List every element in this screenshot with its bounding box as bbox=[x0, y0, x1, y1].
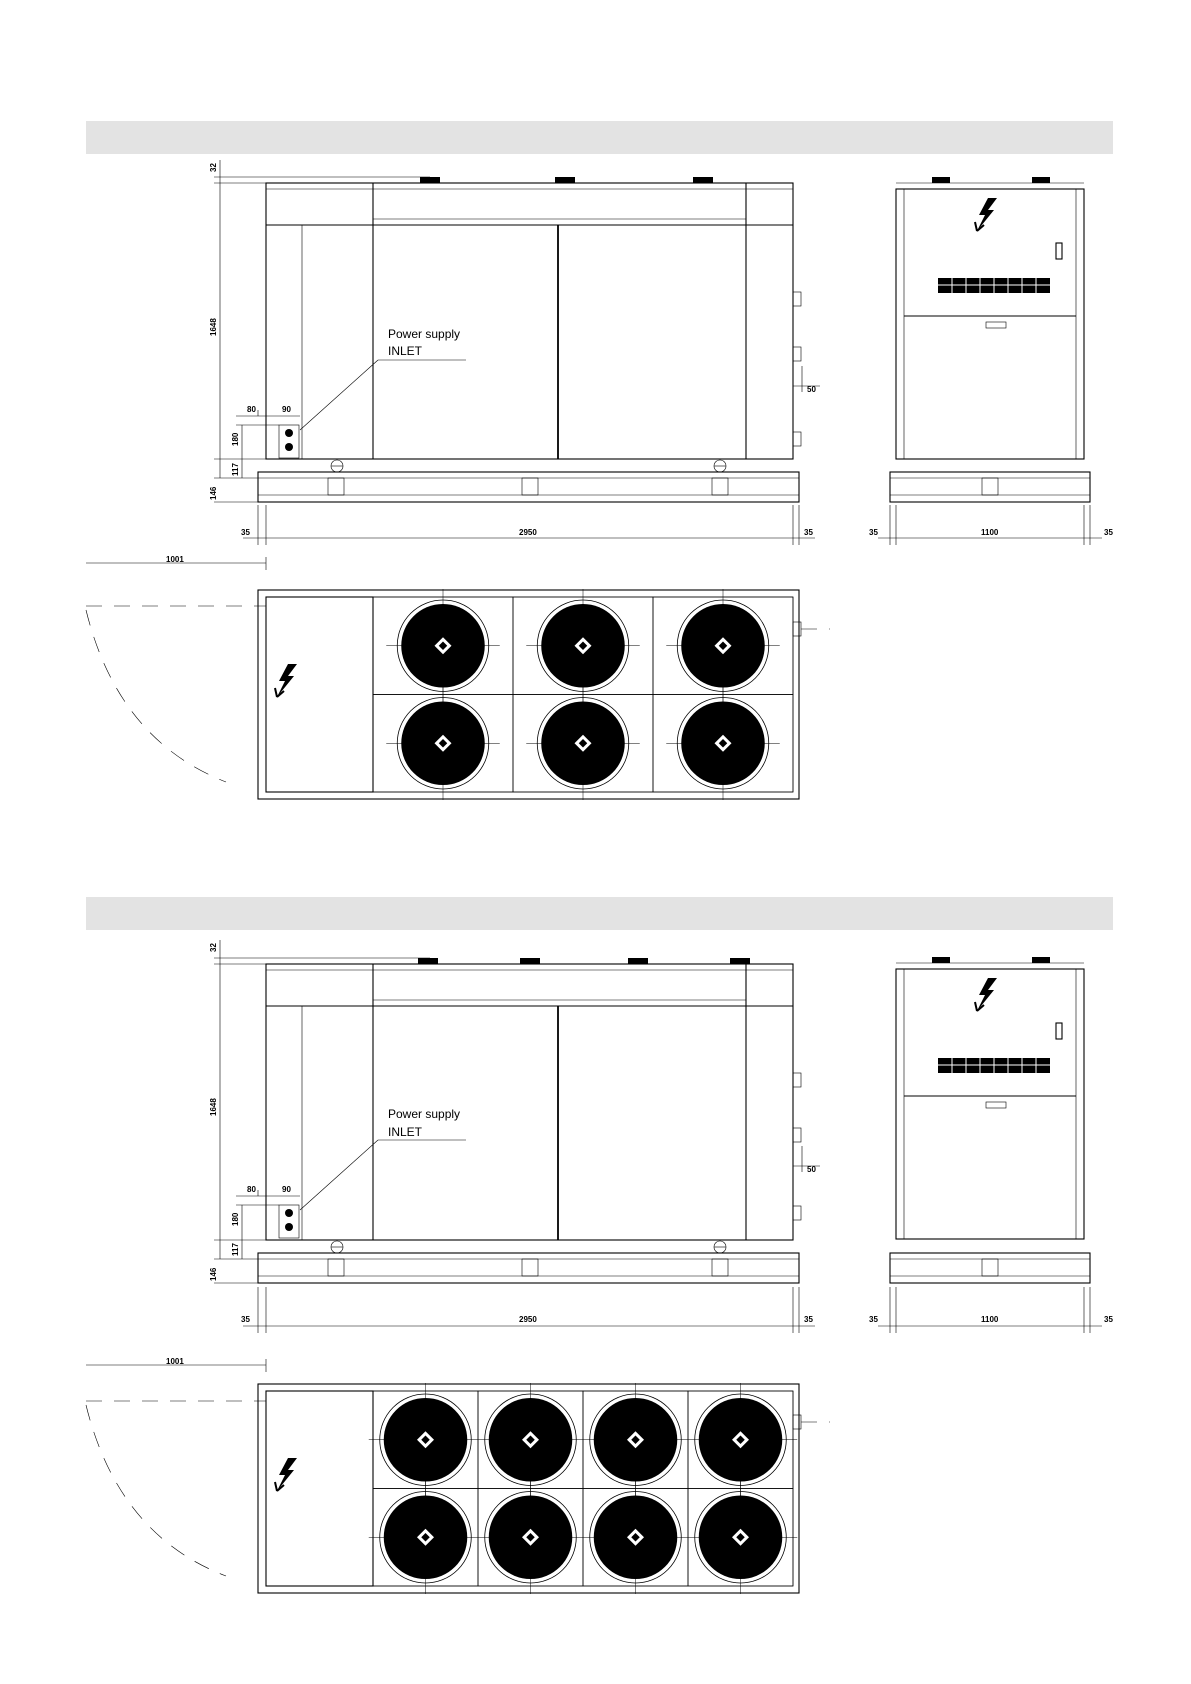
fan-icon bbox=[369, 1383, 483, 1497]
fan-icon bbox=[684, 1481, 798, 1595]
dim-35-right: 35 bbox=[804, 1315, 813, 1324]
dim-90: 90 bbox=[282, 405, 291, 414]
dim-35-right: 35 bbox=[804, 528, 813, 537]
fan-icon bbox=[474, 1383, 588, 1497]
side-elevation-2: 35 1100 35 bbox=[869, 957, 1113, 1333]
dim-180: 180 bbox=[231, 1212, 240, 1226]
front-elevation-1: Power supply INLET 32 1648 180 117 146 8… bbox=[209, 160, 820, 545]
dim-clearance-1001: 1001 bbox=[166, 1357, 184, 1366]
dim-80: 80 bbox=[247, 1185, 256, 1194]
dim-80: 80 bbox=[247, 405, 256, 414]
fan-icon bbox=[579, 1383, 693, 1497]
dim-117: 117 bbox=[231, 1243, 240, 1256]
fan-icon bbox=[653, 589, 793, 703]
top-view-2: 1001 bbox=[86, 1357, 830, 1594]
fan-grid bbox=[369, 1383, 798, 1594]
fan-icon bbox=[579, 1481, 693, 1595]
dim-35-left: 35 bbox=[869, 528, 878, 537]
dim-length-2950: 2950 bbox=[519, 1315, 537, 1324]
dim-35-left: 35 bbox=[241, 528, 250, 537]
dim-180: 180 bbox=[231, 432, 240, 446]
fan-icon bbox=[653, 687, 793, 801]
high-voltage-icon bbox=[975, 198, 997, 231]
dim-width-1100: 1100 bbox=[981, 528, 999, 537]
callout-power-supply: Power supply bbox=[388, 327, 460, 341]
fan-icon bbox=[474, 1481, 588, 1595]
side-elevation-1: 35 1100 35 bbox=[869, 177, 1113, 545]
dim-146: 146 bbox=[209, 486, 218, 500]
top-view-1: 1001 bbox=[86, 555, 830, 800]
dim-35-right: 35 bbox=[1104, 1315, 1113, 1324]
high-voltage-icon bbox=[275, 1458, 297, 1491]
dim-length-2950: 2950 bbox=[519, 528, 537, 537]
dim-90: 90 bbox=[282, 1185, 291, 1194]
fan-icon bbox=[513, 589, 653, 703]
fan-icon bbox=[373, 687, 513, 801]
fan-icon bbox=[684, 1383, 798, 1497]
callout-power-supply: Power supply bbox=[388, 1107, 460, 1121]
fan-icon bbox=[513, 687, 653, 801]
fan-icon bbox=[369, 1481, 483, 1595]
dim-35-right: 35 bbox=[1104, 528, 1113, 537]
dim-35-left: 35 bbox=[241, 1315, 250, 1324]
dim-clearance-1001: 1001 bbox=[166, 555, 184, 564]
dim-height-1648: 1648 bbox=[209, 318, 218, 336]
dim-top-32: 32 bbox=[209, 163, 218, 172]
high-voltage-icon bbox=[975, 978, 997, 1011]
dim-35-left: 35 bbox=[869, 1315, 878, 1324]
dim-50: 50 bbox=[807, 1165, 816, 1174]
high-voltage-icon bbox=[275, 664, 297, 697]
fan-grid bbox=[373, 589, 793, 800]
callout-inlet: INLET bbox=[388, 344, 423, 358]
dim-top-32: 32 bbox=[209, 943, 218, 952]
dim-50: 50 bbox=[807, 385, 816, 394]
dim-width-1100: 1100 bbox=[981, 1315, 999, 1324]
dim-146: 146 bbox=[209, 1267, 218, 1281]
fan-icon bbox=[373, 589, 513, 703]
callout-inlet: INLET bbox=[388, 1125, 423, 1139]
dim-height-1648: 1648 bbox=[209, 1098, 218, 1116]
front-elevation-2: Power supply INLET 32 1648 180 117 146 8… bbox=[209, 940, 820, 1333]
dim-117: 117 bbox=[231, 463, 240, 476]
